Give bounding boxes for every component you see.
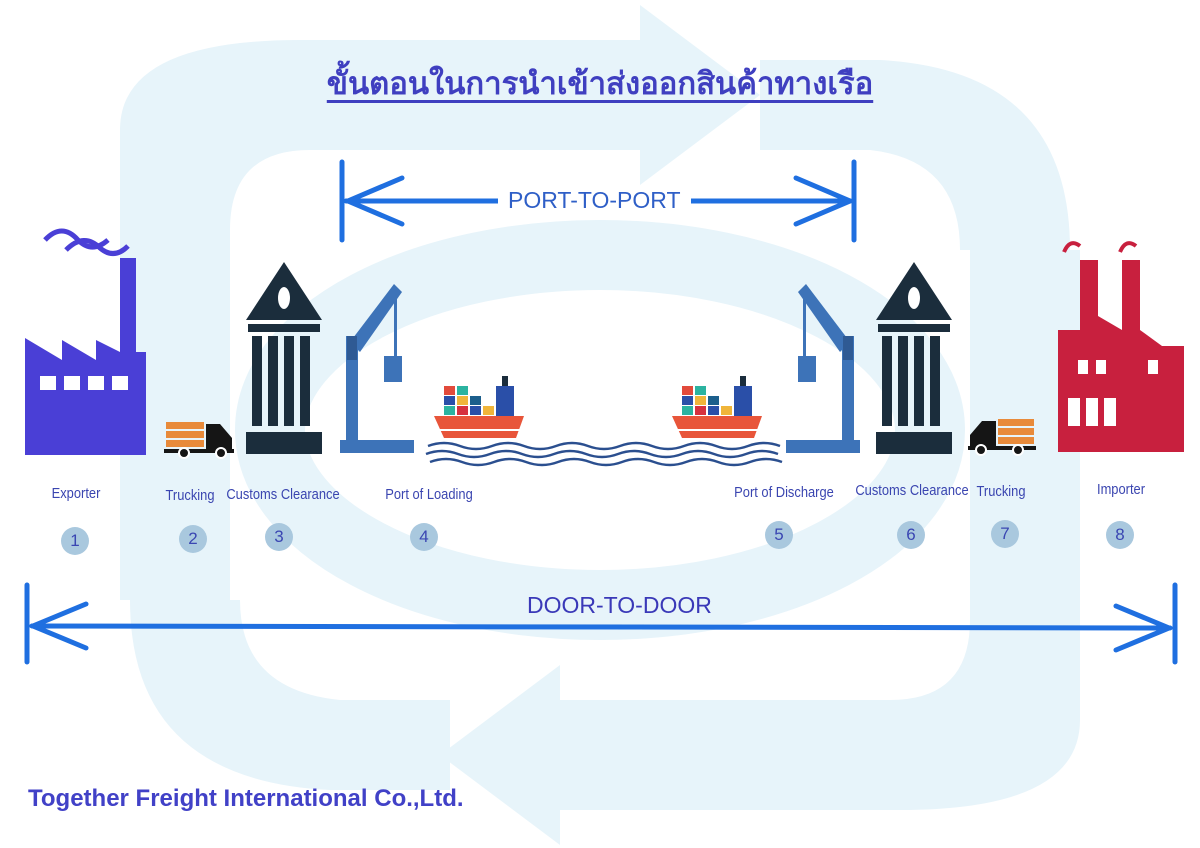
customs-building-left-icon [246, 262, 322, 454]
page-title: ขั้นตอนในการนำเข้าส่งออกสินค้าทางเรือ [326, 66, 874, 102]
step-number-badge: 8 [1106, 521, 1134, 549]
water-waves-icon [425, 441, 783, 467]
step-number-badge: 3 [265, 523, 293, 551]
step-label-exporter: Exporter [51, 485, 101, 502]
company-name: Together Freight International Co.,Ltd. [28, 785, 464, 812]
step-label-customs-right: Customs Clearance [855, 482, 969, 499]
customs-building-right-icon [876, 262, 952, 454]
step-label-importer: Importer [1096, 481, 1146, 498]
port-crane-left-icon [340, 284, 414, 453]
step-number-badge: 6 [897, 521, 925, 549]
step-label-customs-left: Customs Clearance [226, 486, 340, 503]
port-to-port-label: PORT-TO-PORT [498, 187, 691, 214]
truck-right-icon [968, 419, 1036, 456]
step-number-badge: 2 [179, 525, 207, 553]
ship-discharge-icon [672, 376, 762, 438]
step-number-badge: 1 [61, 527, 89, 555]
step-label-trucking-left: Trucking [165, 487, 215, 504]
step-number-badge: 7 [991, 520, 1019, 548]
step-number-badge: 5 [765, 521, 793, 549]
port-crane-right-icon [786, 284, 860, 453]
truck-left-icon [164, 422, 234, 459]
step-label-port-loading: Port of Loading [385, 486, 473, 503]
step-label-port-discharge: Port of Discharge [734, 484, 834, 501]
ship-loading-icon [434, 376, 524, 438]
importer-factory-icon [1058, 241, 1184, 452]
exporter-factory-icon [25, 228, 146, 455]
door-to-door-arrow-icon [24, 582, 1178, 665]
step-label-trucking-right: Trucking [976, 483, 1026, 500]
step-number-badge: 4 [410, 523, 438, 551]
door-to-door-label: DOOR-TO-DOOR [527, 592, 712, 618]
